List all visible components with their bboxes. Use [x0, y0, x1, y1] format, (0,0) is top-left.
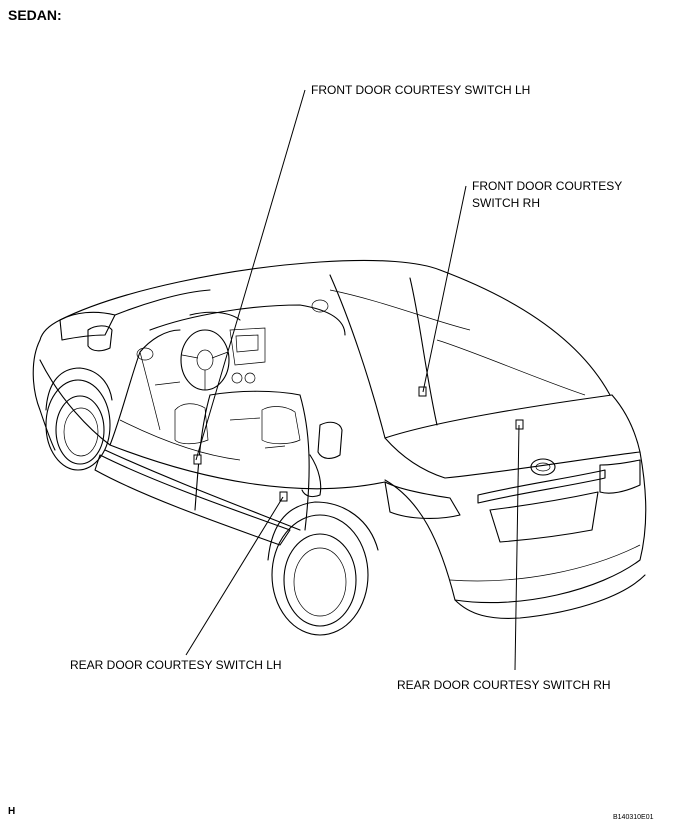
leader-front-right [422, 185, 467, 393]
leader-rear-right [514, 424, 520, 671]
car-body [32, 259, 647, 636]
callout-front-door-switch-rh-line2: SWITCH RH [472, 196, 540, 210]
rear-door-switch-lh-marker [279, 491, 288, 502]
figure-id: B140310E01 [613, 814, 654, 821]
diagram-heading: SEDAN: [8, 7, 62, 23]
rear-door-switch-rh-marker [515, 419, 524, 430]
callout-rear-door-switch-lh: REAR DOOR COURTESY SWITCH LH [70, 658, 282, 672]
front-door-switch-rh-marker [418, 386, 427, 397]
leader-lines [185, 89, 520, 671]
callout-front-door-switch-lh: FRONT DOOR COURTESY SWITCH LH [311, 83, 531, 97]
callout-front-door-switch-rh-line1: FRONT DOOR COURTESY [472, 179, 623, 193]
callout-front-door-switch-rh: FRONT DOOR COURTESY SWITCH RH [472, 178, 622, 212]
callout-rear-door-switch-rh: REAR DOOR COURTESY SWITCH RH [397, 678, 611, 692]
leader-rear-left [185, 496, 284, 656]
section-code: H [8, 806, 16, 817]
leader-front-left [195, 89, 306, 461]
switch-markers [193, 386, 524, 502]
